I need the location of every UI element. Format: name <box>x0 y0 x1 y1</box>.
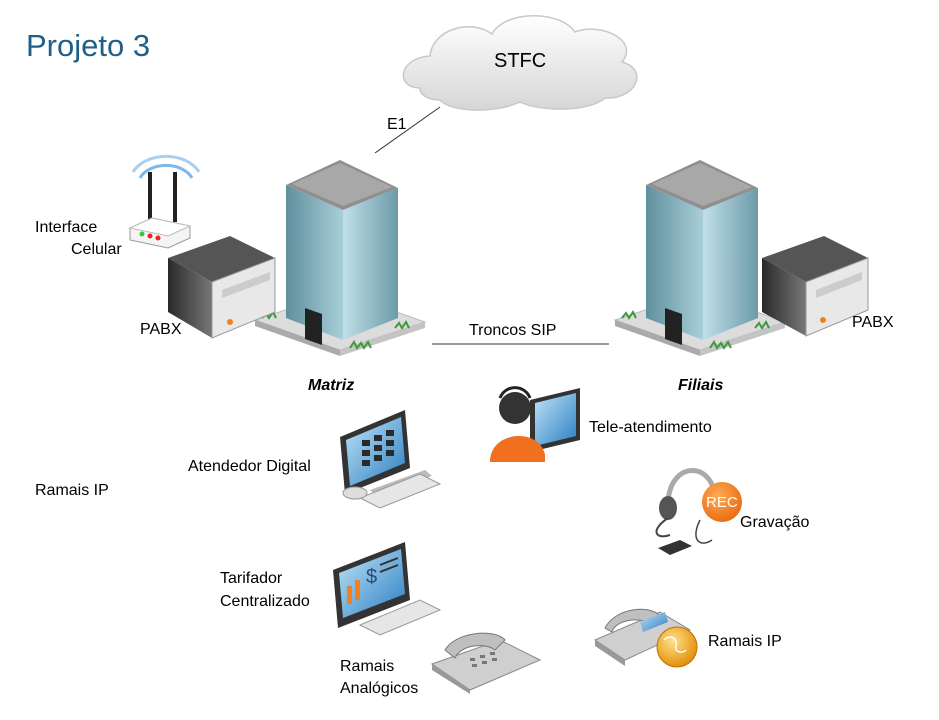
gravacao-label: Gravação <box>740 514 810 531</box>
tarifador-icon: $ <box>333 542 442 636</box>
e1-label: E1 <box>387 116 407 133</box>
tele-atendimento-label: Tele-atendimento <box>589 419 712 436</box>
filiais-label: Filiais <box>678 377 724 394</box>
wireless-router-icon <box>128 154 201 249</box>
page-title: Projeto 3 <box>26 28 151 63</box>
interface-label-line2: Celular <box>71 241 122 258</box>
matriz-building-icon <box>253 160 427 356</box>
pabx-right-label: PABX <box>852 314 894 331</box>
tarifador-label-line1: Tarifador <box>220 570 283 587</box>
atendedor-label: Atendedor Digital <box>188 458 311 475</box>
analog-phone-icon <box>430 632 542 694</box>
interface-label-line1: Interface <box>35 219 98 236</box>
stfc-cloud-icon <box>402 15 638 111</box>
ramais-ip-left-label: Ramais IP <box>35 482 109 499</box>
pabx-left-label: PABX <box>140 321 182 338</box>
pabx-left-icon <box>168 236 276 339</box>
ip-phone-icon <box>593 608 698 668</box>
svg-text:$: $ <box>366 566 377 588</box>
filiais-building-icon <box>613 160 787 356</box>
troncos-sip-label: Troncos SIP <box>469 322 557 339</box>
tele-atendimento-icon <box>490 386 580 462</box>
e1-link-line <box>374 106 441 154</box>
atendedor-digital-icon <box>340 410 442 509</box>
rec-badge-label: REC <box>706 494 738 511</box>
headset-recorder-icon <box>655 468 742 555</box>
pabx-right-icon <box>762 236 869 337</box>
ramais-analog-label-line2: Analógicos <box>340 680 419 697</box>
matriz-label: Matriz <box>308 377 355 394</box>
ramais-analog-label-line1: Ramais <box>340 658 395 675</box>
tarifador-label-line2: Centralizado <box>220 593 310 610</box>
ramais-ip-right-label: Ramais IP <box>708 633 782 650</box>
stfc-label: STFC <box>494 50 547 72</box>
